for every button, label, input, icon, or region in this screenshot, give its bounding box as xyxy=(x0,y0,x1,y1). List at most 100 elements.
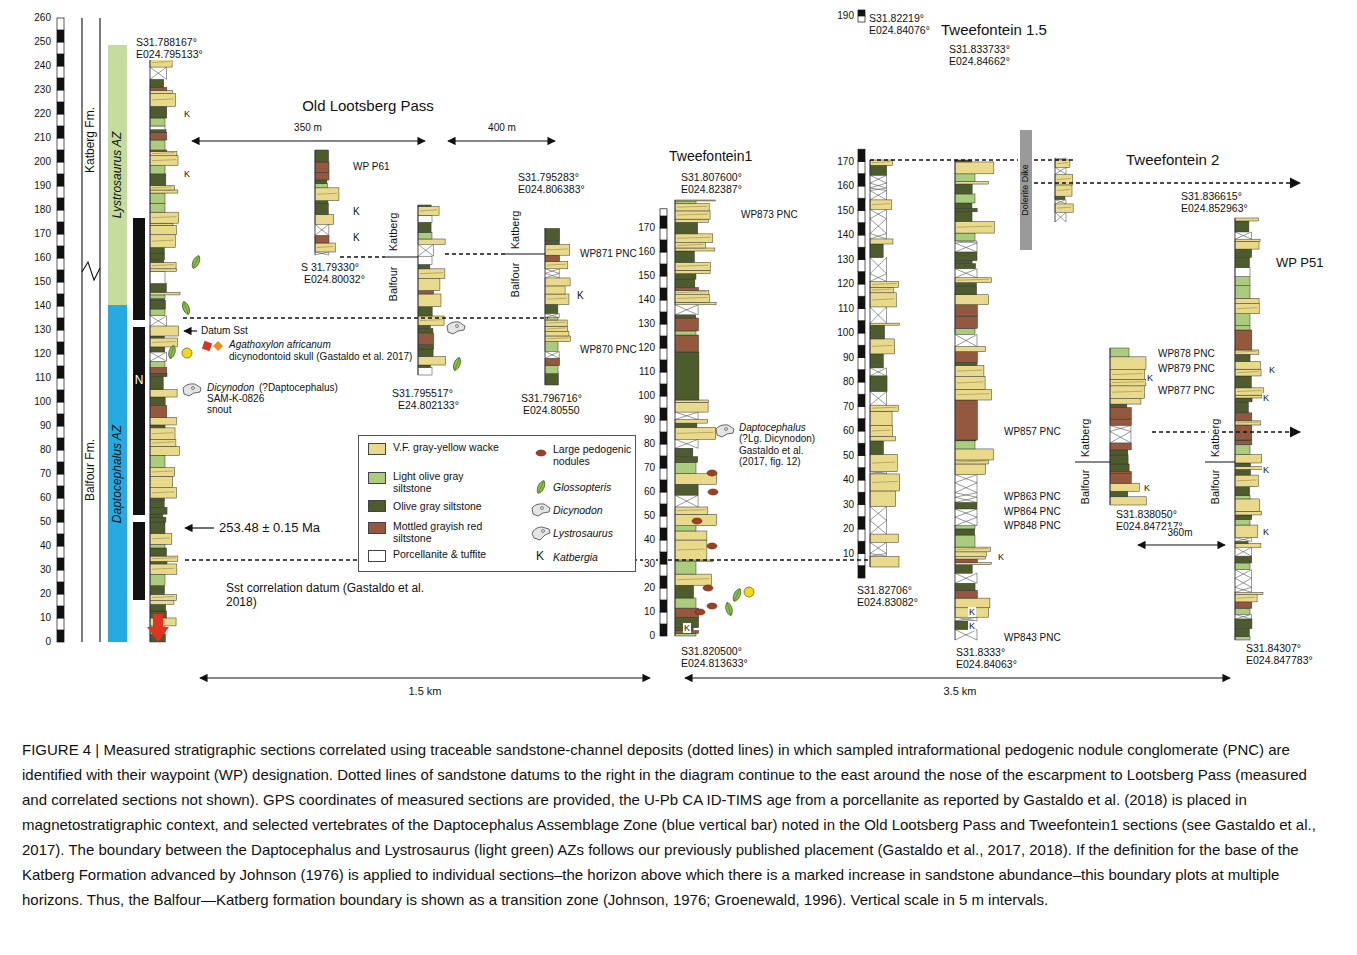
sample-marker xyxy=(182,348,192,358)
covered-interval xyxy=(1066,200,1067,204)
figure-caption: FIGURE 4 | Measured stratigraphic sectio… xyxy=(22,737,1335,912)
bedding-line xyxy=(152,265,174,266)
lithology-bed xyxy=(955,557,986,559)
bedding-line xyxy=(420,273,443,274)
scale-segment xyxy=(57,114,64,126)
covered-interval xyxy=(698,439,699,448)
annotation-label: 20 xyxy=(39,588,52,600)
annotation-label: E024.806383° xyxy=(517,183,586,195)
lithology-bed xyxy=(955,278,991,283)
lithology-bed xyxy=(418,256,432,264)
lithology-bed xyxy=(675,270,710,273)
bedding-line xyxy=(1057,163,1068,164)
bedding-line xyxy=(152,433,173,434)
covered-interval xyxy=(1055,212,1066,222)
annotation-label: (?Lg. Dicynodon) xyxy=(738,433,816,445)
annotation-label: 10 xyxy=(842,548,855,560)
leader-line xyxy=(448,140,555,141)
bedding-line xyxy=(872,283,897,284)
annotation-label: S31.838050° xyxy=(1115,508,1178,520)
annotation-label: 180 xyxy=(33,204,52,216)
scale-segment xyxy=(858,186,865,198)
section-column xyxy=(675,200,716,636)
lithology-bed xyxy=(955,565,972,574)
lithology-bed xyxy=(150,522,165,533)
fossil-symbol xyxy=(167,344,176,359)
lithology-bed xyxy=(675,574,711,585)
leaf-midrib xyxy=(193,257,198,268)
bedding-line xyxy=(677,206,707,207)
covered-interval xyxy=(955,493,977,498)
fossil-symbol xyxy=(703,585,713,591)
annotation-label: 100 xyxy=(637,390,656,402)
scale-segment xyxy=(57,162,64,174)
lithology-bed xyxy=(418,365,431,367)
annotation-label: WP878 PNC xyxy=(1157,348,1216,360)
covered-interval xyxy=(1251,232,1252,239)
annotation-label: (?Daptocephalus) xyxy=(258,382,339,394)
scale-segment xyxy=(858,284,865,296)
annotation-label: 240 xyxy=(33,60,52,72)
leader-line xyxy=(1205,462,1235,463)
scale-segment xyxy=(858,443,865,455)
section-column xyxy=(315,150,339,255)
lithology-bed xyxy=(150,79,164,87)
scale-segment xyxy=(57,378,64,390)
covered-interval xyxy=(1130,431,1131,442)
lithology-bed xyxy=(150,295,165,299)
lithology-bed xyxy=(545,286,565,294)
annotation-label: K xyxy=(1262,393,1270,403)
annotation-label: S31.820500° xyxy=(680,645,743,657)
lithology-bed xyxy=(418,264,430,268)
lithology-bed xyxy=(675,507,708,514)
scale-segment xyxy=(57,282,64,294)
annotation-label: 90 xyxy=(39,420,52,432)
lithology-bed xyxy=(150,186,174,190)
covered-interval xyxy=(1235,570,1252,578)
scale-segment xyxy=(57,174,64,186)
covered-interval xyxy=(870,188,887,191)
leader-line xyxy=(1075,462,1110,463)
covered-interval xyxy=(955,335,977,347)
covered-interval xyxy=(886,175,887,183)
bedding-line xyxy=(547,338,569,339)
column-axis xyxy=(1055,158,1056,222)
annotation-label: 20 xyxy=(842,523,855,535)
lithology-bed xyxy=(1235,395,1262,398)
covered-interval xyxy=(955,269,977,278)
annotation-label: Tweefontein 1.5 xyxy=(940,21,1048,38)
covered-interval xyxy=(955,243,977,252)
lithology-bed xyxy=(955,464,986,475)
lithology-bed xyxy=(675,295,710,302)
lithology-bed xyxy=(675,222,698,233)
lithology-bed xyxy=(418,206,439,215)
covered-interval xyxy=(955,497,977,502)
lithology-bed xyxy=(870,200,892,210)
annotation-label: Agathoxylon africanum xyxy=(228,339,332,351)
fossil-symbol xyxy=(695,609,705,615)
lithology-bed xyxy=(150,203,165,212)
covered-interval xyxy=(870,209,887,218)
covered-interval xyxy=(1110,431,1131,442)
lithology-bed xyxy=(675,204,709,211)
scale-segment xyxy=(57,630,64,642)
lithology-bed xyxy=(150,507,167,514)
annotation-label: E024.84662° xyxy=(948,55,1011,67)
covered-interval xyxy=(955,269,977,278)
covered-interval xyxy=(955,335,977,347)
lithology-bed xyxy=(955,377,985,390)
annotation-label: Katberg xyxy=(387,212,400,253)
covered-interval xyxy=(166,67,167,79)
annotation-label: Katberg xyxy=(1209,418,1222,459)
annotation-label: E024.83082° xyxy=(856,596,919,608)
fossil-symbol xyxy=(182,348,192,358)
annotation-label: E024.84063° xyxy=(955,658,1018,670)
leader-line xyxy=(192,140,425,141)
fossil-symbol xyxy=(447,322,465,334)
annotation-label: 70 xyxy=(842,401,855,413)
bedding-line xyxy=(1112,391,1142,392)
scale-segment xyxy=(858,235,865,247)
lithology-bed xyxy=(418,215,432,222)
lithology-bed xyxy=(1235,241,1259,249)
lithology-bed xyxy=(150,548,166,556)
